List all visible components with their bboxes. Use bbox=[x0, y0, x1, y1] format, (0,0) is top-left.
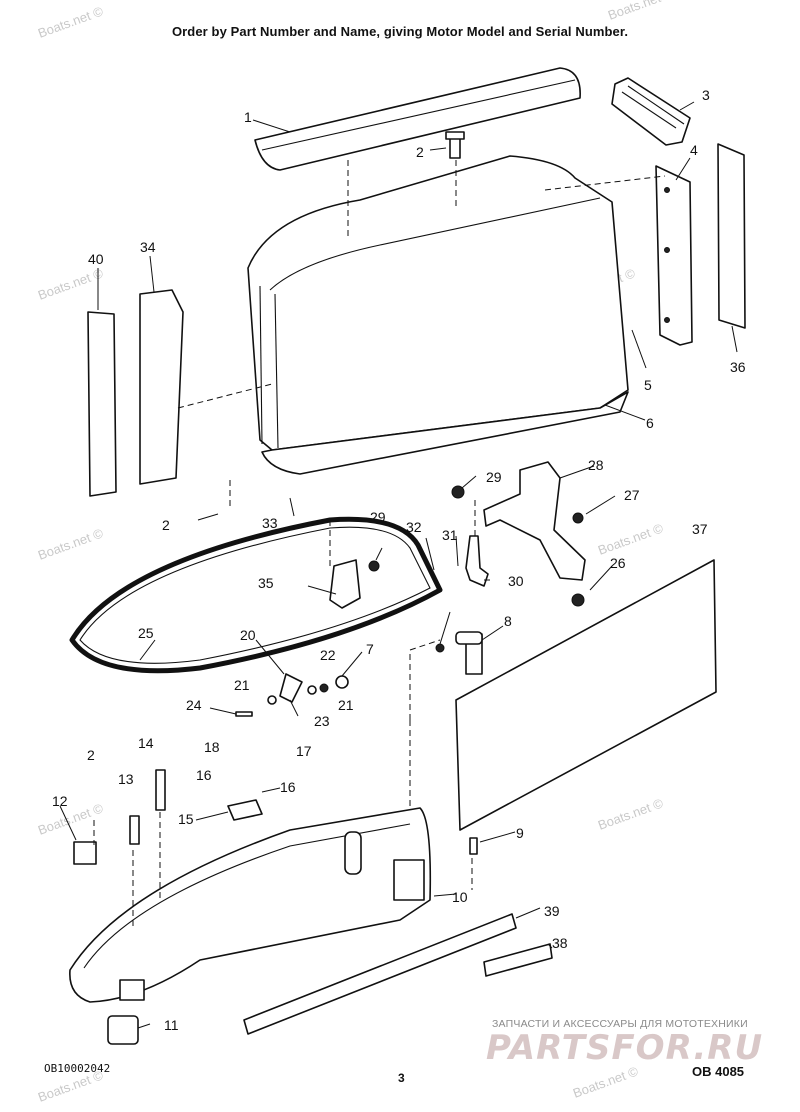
callout-21: 21 bbox=[234, 677, 250, 693]
callout-33: 33 bbox=[262, 515, 278, 531]
part-38-label bbox=[483, 943, 553, 977]
part-7-washer bbox=[435, 643, 445, 653]
callout-5: 5 bbox=[644, 377, 652, 393]
callout-17: 17 bbox=[296, 743, 312, 759]
callout-2: 2 bbox=[416, 144, 424, 160]
part-35-latch-plate bbox=[329, 559, 361, 609]
page-number: 3 bbox=[398, 1071, 405, 1085]
callout-38: 38 bbox=[552, 935, 568, 951]
part-37-panel bbox=[455, 559, 717, 831]
watermark: Boats.net © bbox=[36, 3, 106, 41]
part-34-side-panel bbox=[139, 289, 184, 485]
callout-14: 14 bbox=[138, 735, 154, 751]
watermark: Boats.net © bbox=[571, 1063, 641, 1101]
callout-40: 40 bbox=[88, 251, 104, 267]
callout-34: 34 bbox=[140, 239, 156, 255]
callout-23: 23 bbox=[314, 713, 330, 729]
part-10-lower-cowl bbox=[69, 807, 432, 1003]
callout-18: 18 bbox=[204, 739, 220, 755]
part-39-strip bbox=[243, 913, 517, 1035]
part-40-strip bbox=[87, 311, 117, 497]
callout-3: 3 bbox=[702, 87, 710, 103]
watermark: Boats.net © bbox=[596, 520, 666, 558]
callout-16: 16 bbox=[196, 767, 212, 783]
part-14-bolt bbox=[155, 769, 166, 811]
part-30-hook bbox=[465, 535, 489, 587]
part-1-top-trim bbox=[254, 67, 581, 171]
part-9-screw bbox=[469, 837, 478, 855]
callout-26: 26 bbox=[610, 555, 626, 571]
callout-29b: 29 bbox=[370, 509, 386, 525]
watermark: Boats.net © bbox=[36, 800, 106, 838]
callout-32: 32 bbox=[406, 519, 422, 535]
part-29-nut bbox=[451, 485, 465, 499]
callout-24: 24 bbox=[186, 697, 202, 713]
callout-22: 22 bbox=[320, 647, 336, 663]
watermark: Boats.net © bbox=[606, 0, 676, 23]
brand-logo: PARTSFOR.RU bbox=[486, 1028, 764, 1068]
part-2-screw-head bbox=[445, 131, 465, 140]
callout-15: 15 bbox=[178, 811, 194, 827]
part-10-latch bbox=[119, 979, 145, 1001]
page-header: Order by Part Number and Name, giving Mo… bbox=[171, 24, 629, 39]
callout-29: 29 bbox=[486, 469, 502, 485]
brand-tagline: ЗАПЧАСТИ И АКСЕССУАРЫ ДЛЯ МОТОТЕХНИКИ bbox=[492, 1018, 748, 1030]
part-21-washer bbox=[267, 695, 277, 705]
watermark: Boats.net © bbox=[36, 265, 106, 303]
callout-37: 37 bbox=[692, 521, 708, 537]
part-12-block bbox=[73, 841, 97, 865]
part-25-seal bbox=[69, 516, 443, 674]
part-24-screw bbox=[235, 711, 253, 717]
callout-4: 4 bbox=[690, 142, 698, 158]
part-7-washer bbox=[335, 675, 349, 689]
part-15-plate bbox=[227, 799, 263, 821]
part-29-nut bbox=[368, 560, 380, 572]
callout-7: 7 bbox=[366, 641, 374, 657]
callout-12: 12 bbox=[52, 793, 68, 809]
callout-8: 8 bbox=[504, 613, 512, 629]
part-13-bolt bbox=[129, 815, 140, 845]
part-11-latch bbox=[107, 1015, 139, 1045]
part-4-rail bbox=[655, 165, 693, 346]
callout-31: 31 bbox=[442, 527, 458, 543]
callout-30: 30 bbox=[508, 573, 524, 589]
part-20-lever bbox=[279, 673, 303, 703]
part-36-strip bbox=[717, 143, 746, 329]
callout-2c: 2 bbox=[87, 747, 95, 763]
callout-27: 27 bbox=[624, 487, 640, 503]
callout-20: 20 bbox=[240, 627, 256, 643]
part-6-engine-cowl bbox=[247, 155, 629, 451]
callout-28: 28 bbox=[588, 457, 604, 473]
callout-1: 1 bbox=[244, 109, 252, 125]
callout-2b: 2 bbox=[162, 517, 170, 533]
doc-code: OB10002042 bbox=[44, 1062, 111, 1075]
callout-13: 13 bbox=[118, 771, 134, 787]
callout-labels: 1 2 3 4 40 34 5 36 6 29 28 27 2 33 29 32… bbox=[52, 87, 746, 1033]
callout-21b: 21 bbox=[338, 697, 354, 713]
part-21-washer bbox=[307, 685, 317, 695]
part-22-nut bbox=[319, 683, 329, 693]
callout-6: 6 bbox=[646, 415, 654, 431]
callout-36: 36 bbox=[730, 359, 746, 375]
watermark: Boats.net © bbox=[596, 795, 666, 833]
callout-35: 35 bbox=[258, 575, 274, 591]
callout-25: 25 bbox=[138, 625, 154, 641]
watermark: Boats.net © bbox=[36, 525, 106, 563]
part-26-nut bbox=[571, 593, 585, 607]
figure-code: OB 4085 bbox=[692, 1064, 745, 1079]
callout-16b: 16 bbox=[280, 779, 296, 795]
callout-11: 11 bbox=[164, 1017, 179, 1033]
callout-39: 39 bbox=[544, 903, 560, 919]
callout-9: 9 bbox=[516, 825, 524, 841]
part-27-plug bbox=[572, 512, 584, 524]
callout-10: 10 bbox=[452, 889, 468, 905]
